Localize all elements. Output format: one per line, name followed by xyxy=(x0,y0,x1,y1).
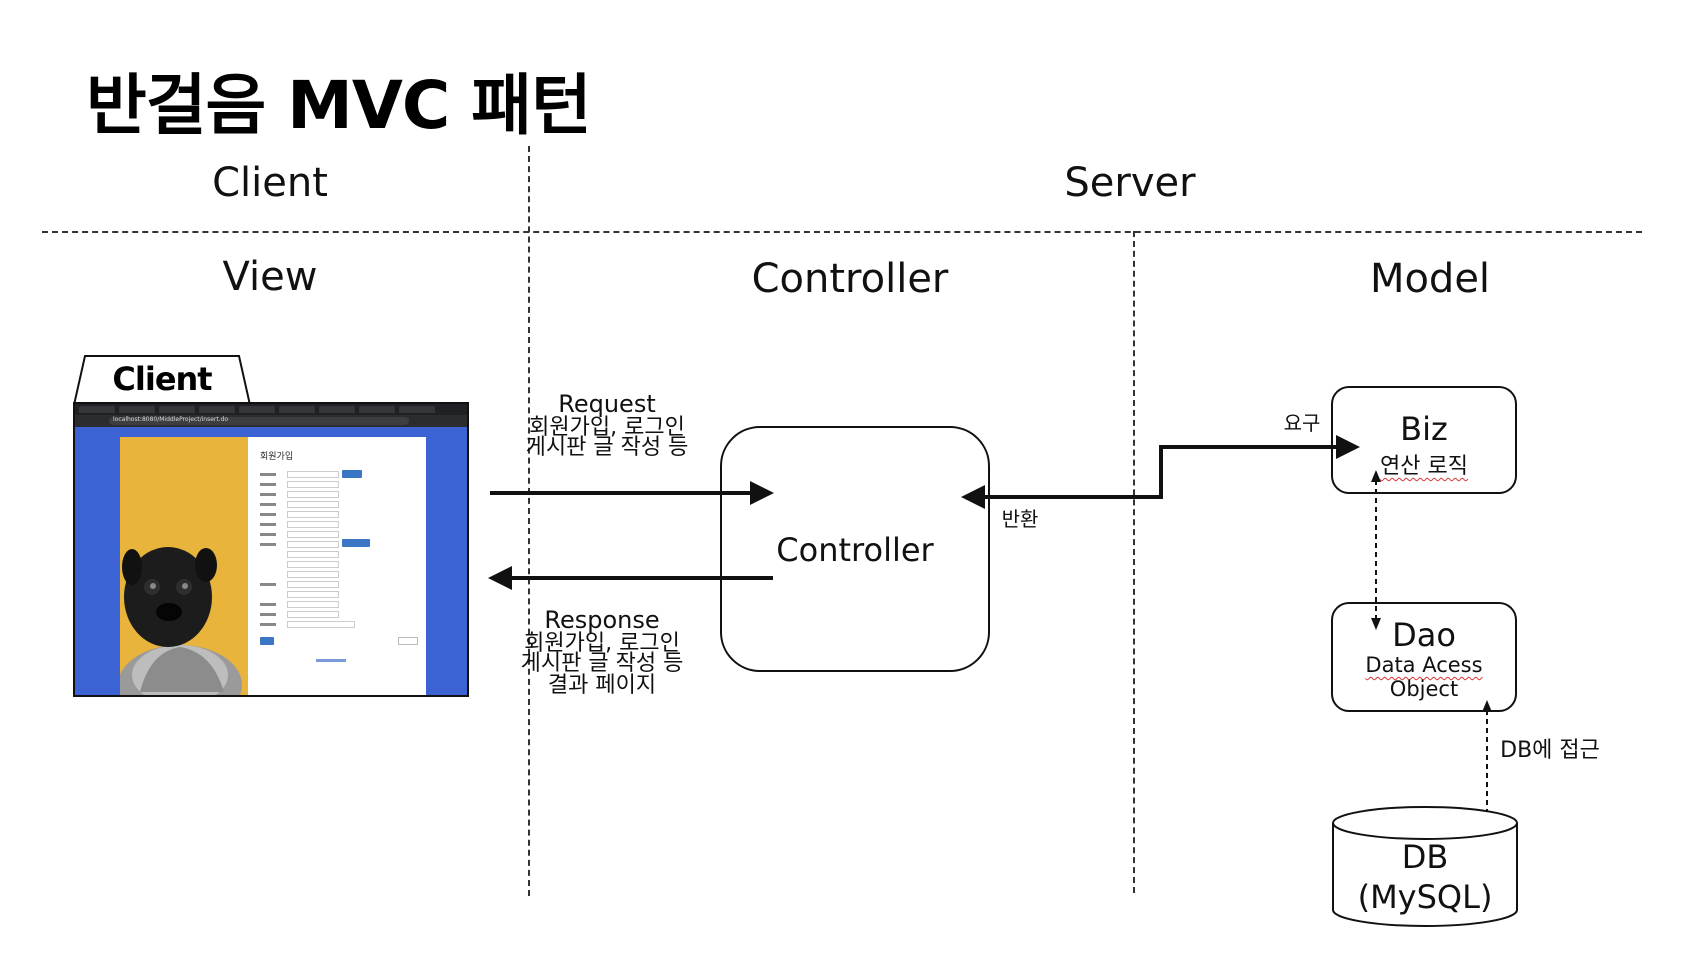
biz-title: Biz xyxy=(1400,410,1448,448)
controller-box: Controller xyxy=(720,426,990,672)
controller-header: Controller xyxy=(751,256,949,302)
client-tab-label: Client xyxy=(112,360,212,398)
demand-arrow xyxy=(1159,435,1360,499)
response-line-1: 회원가입, 로그인 xyxy=(524,631,680,656)
dao-box: Dao Data Acess Object xyxy=(1331,602,1517,712)
controller-box-label: Controller xyxy=(776,531,934,569)
biz-subtitle: 연산 로직 xyxy=(1380,454,1468,479)
signup-page: 회원가입 xyxy=(120,437,426,695)
controller-model-divider xyxy=(1133,231,1135,893)
db-subtitle: (MySQL) xyxy=(1357,878,1493,916)
request-line-1: 회원가입, 로그인 xyxy=(529,415,685,440)
browser-url: localhost:8080/MiddleProject/insert.do xyxy=(113,416,229,423)
dao-line-2: Object xyxy=(1389,677,1459,701)
view-header: View xyxy=(222,254,318,300)
demand-label: 요구 xyxy=(1283,411,1321,435)
db-cylinder xyxy=(1332,806,1518,927)
response-line-2: 게시판 글 작성 등 xyxy=(520,651,684,676)
db-title: DB xyxy=(1401,838,1449,876)
dao-title: Dao xyxy=(1392,616,1456,654)
tier-separator-line xyxy=(42,231,1642,233)
browser-address-bar: localhost:8080/MiddleProject/insert.do xyxy=(75,415,467,427)
biz-box: Biz 연산 로직 xyxy=(1331,386,1517,494)
response-title: Response xyxy=(544,606,660,634)
return-label: 반환 xyxy=(1001,507,1039,531)
client-server-divider xyxy=(528,146,530,896)
model-header: Model xyxy=(1369,256,1491,302)
db-access-label: DB에 접근 xyxy=(1500,738,1600,763)
pug-photo xyxy=(120,437,248,695)
response-line-3: 결과 페이지 xyxy=(547,673,657,698)
client-header: Client xyxy=(212,160,328,206)
request-title: Request xyxy=(558,390,656,418)
signup-form: 회원가입 xyxy=(248,437,426,695)
server-header: Server xyxy=(1064,160,1196,206)
client-browser-screenshot: localhost:8080/MiddleProject/insert.do xyxy=(73,402,469,697)
client-window-tab: Client xyxy=(73,354,251,406)
request-line-2: 게시판 글 작성 등 xyxy=(525,435,689,460)
signup-form-title: 회원가입 xyxy=(260,452,294,462)
slide-title: 반걸음 MVC 패턴 xyxy=(86,67,592,144)
browser-tab-bar xyxy=(75,404,467,415)
dao-line-1: Data Acess xyxy=(1365,653,1483,677)
